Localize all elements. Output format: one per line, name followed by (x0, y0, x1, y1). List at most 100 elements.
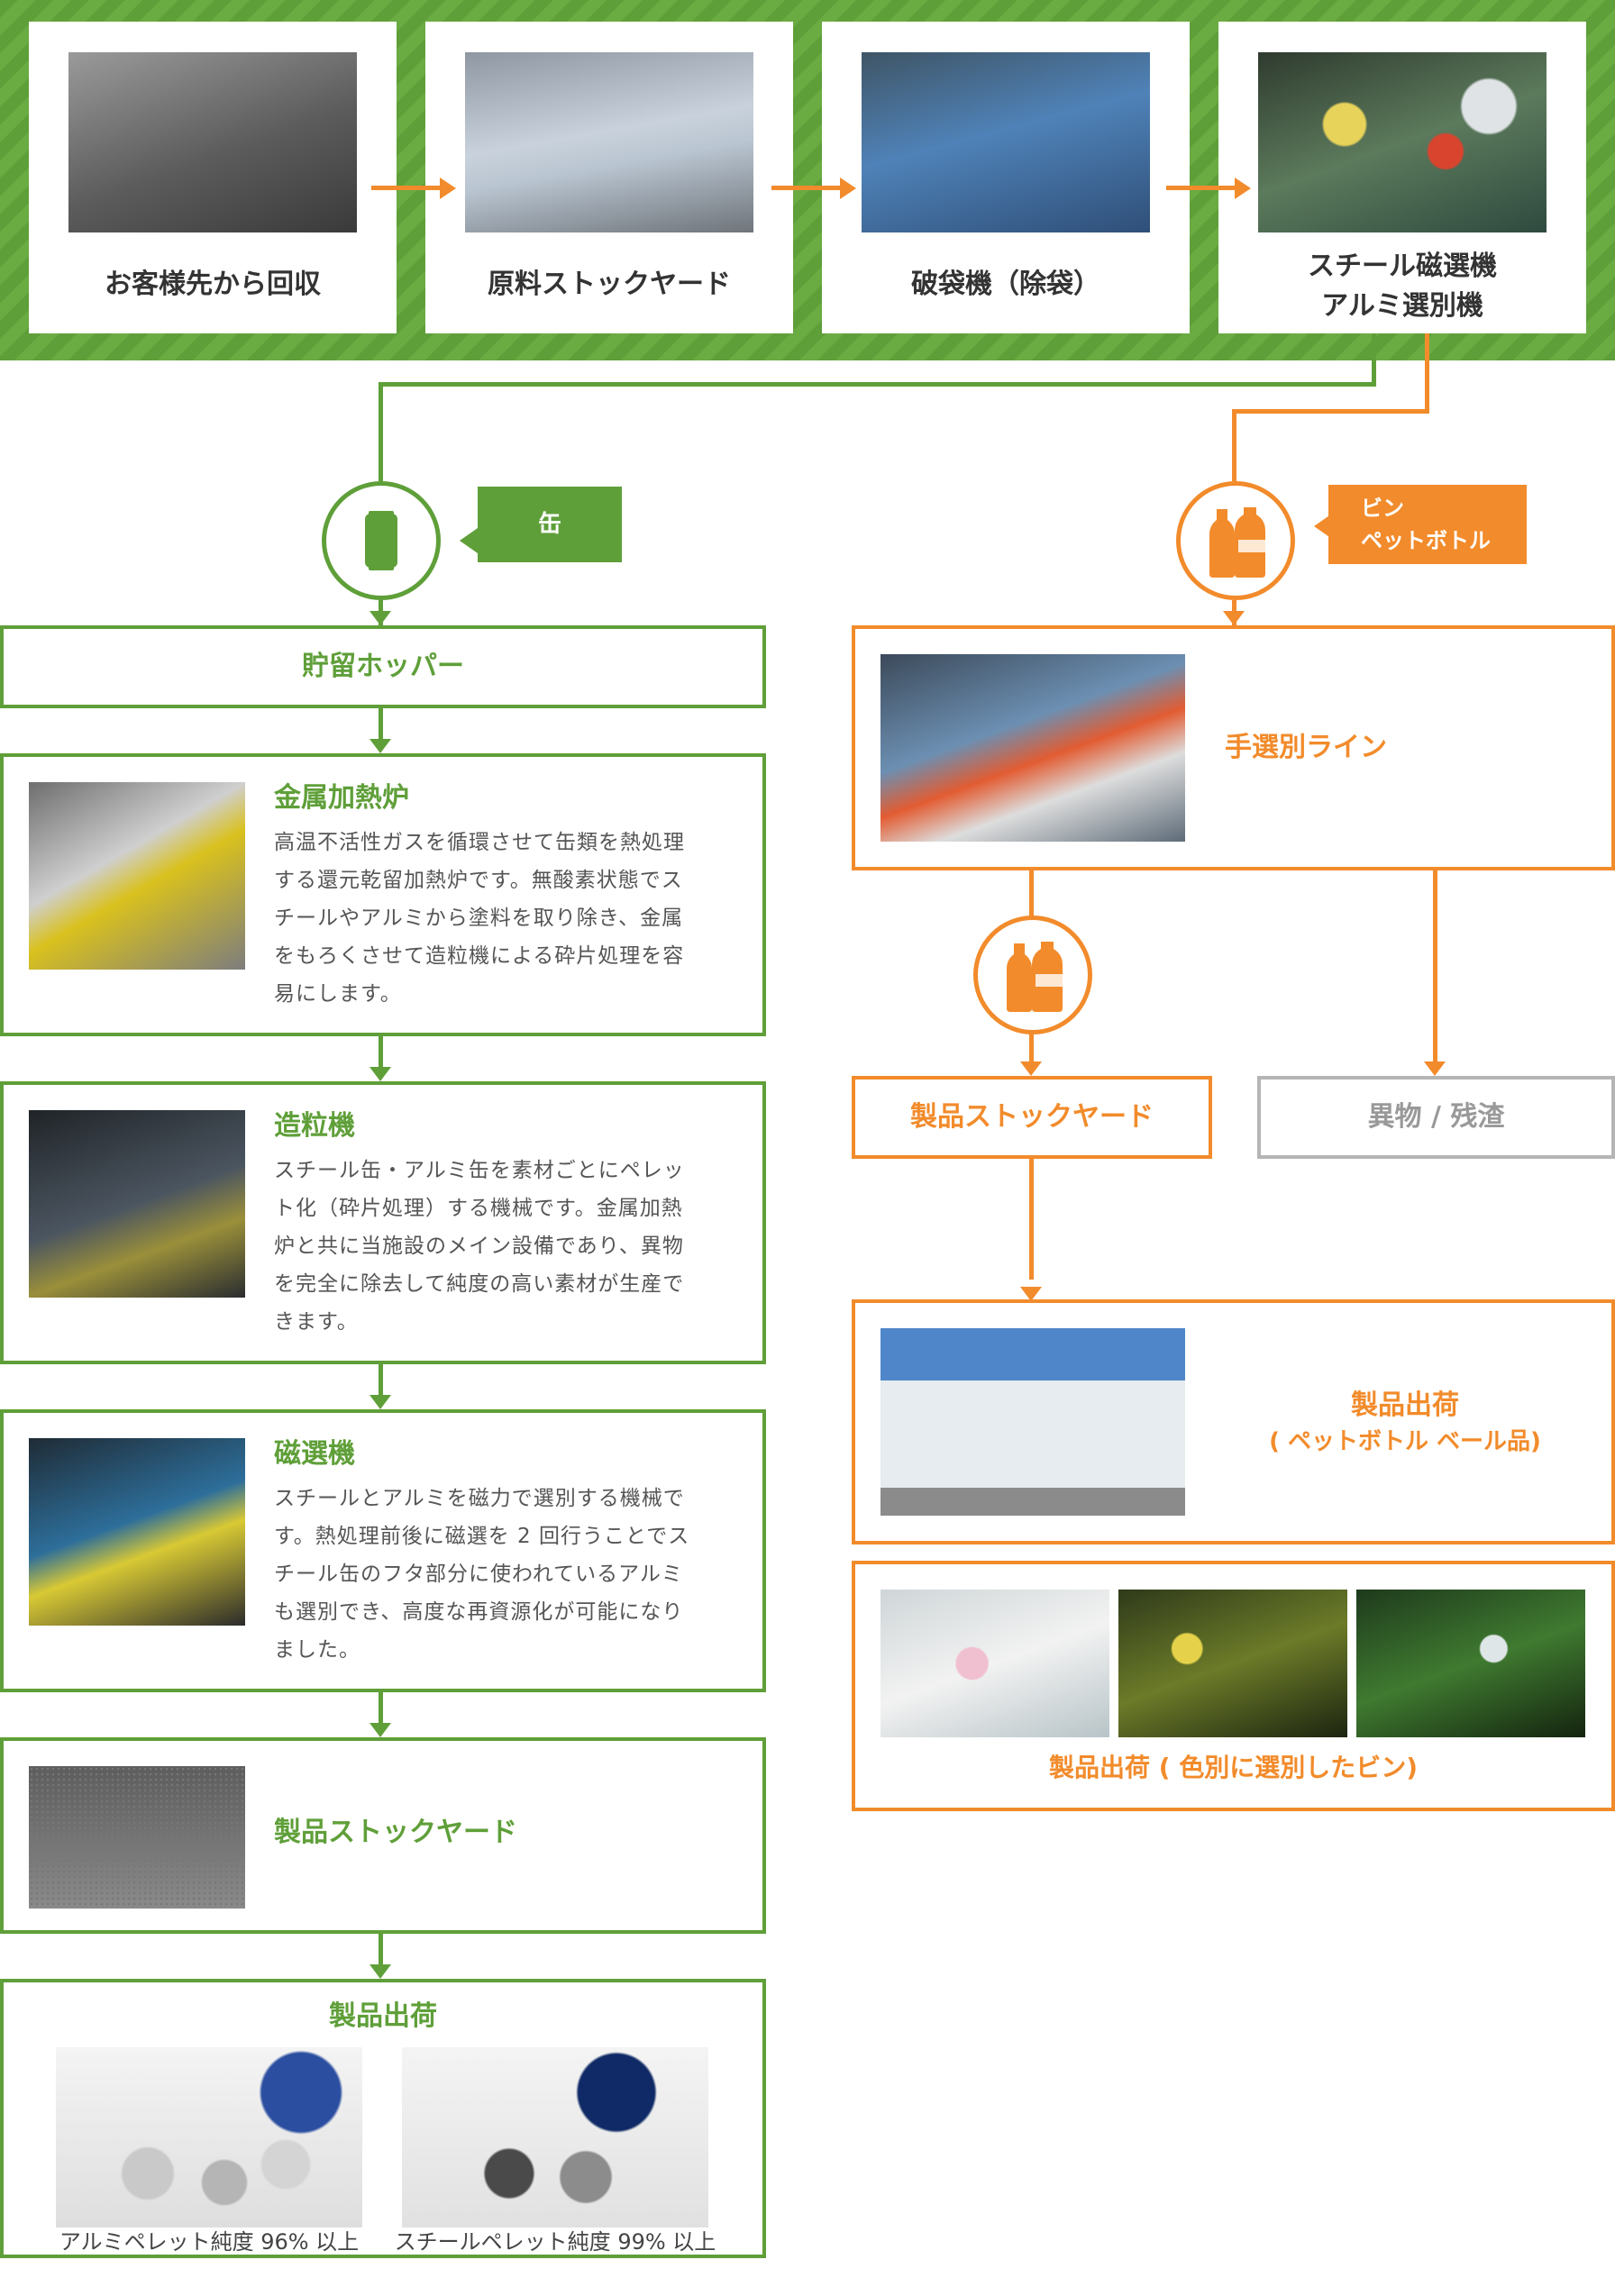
glass-shipment-box: 製品出荷 ( 色別に選別したビン) (852, 1561, 1615, 1811)
pet-circle (973, 916, 1092, 1034)
bottle-stockyard-box: 製品ストックヤード (852, 1076, 1212, 1159)
furnace-desc-line: 易にします。 (274, 982, 402, 1006)
can-arrow-head-5 (370, 1723, 391, 1737)
bottle-tag: ビン ペットボトル (1328, 485, 1527, 564)
orange-connector-down (1425, 333, 1429, 413)
glass-brown-photo (1118, 1590, 1347, 1737)
step-label-collection: お客様先から回収 (105, 269, 321, 300)
residue-arrow-line (1433, 870, 1437, 1069)
steel-pellet-photo (402, 2047, 708, 2228)
step-card-raw-stockyard: 原料ストックヤード (425, 22, 793, 333)
bottle-tag-line1: ビン (1361, 496, 1404, 521)
green-connector-to-can (379, 382, 383, 481)
can-arrow-head-4 (370, 1395, 391, 1409)
step-card-separator: スチール磁選機 アルミ選別機 (1218, 22, 1586, 333)
can-stockyard-box: 製品ストックヤード (0, 1737, 766, 1934)
can-shipment-box: 製品出荷 アルミペレット純度 96% 以上 スチールペレット純度 99% 以上 (0, 1979, 766, 2258)
step-label-bag-breaker: 破袋機（除袋） (911, 269, 1100, 300)
bottle-stockyard-title: 製品ストックヤード (910, 1101, 1154, 1133)
furnace-desc-line: をもろくさせて造粒機による砕片処理を容 (274, 944, 685, 968)
step-label-separator-line1: スチール磁選機 (1308, 251, 1497, 282)
granulator-desc-line: きます。 (274, 1310, 359, 1334)
aluminum-pellet-photo (56, 2047, 362, 2228)
bottle-arrow-head-2 (1020, 1061, 1042, 1076)
can-stockyard-title: 製品ストックヤード (274, 1817, 517, 1848)
residue-box: 異物 / 残渣 (1257, 1076, 1615, 1159)
orange-connector-horizontal (1232, 409, 1429, 414)
green-connector-horizontal (379, 382, 1376, 387)
pet-shipment-subtitle: ( ペットボトル ベール品) (1269, 1428, 1541, 1455)
can-arrow-line-2 (379, 708, 383, 741)
granulator-desc-line: ト化（砕片処理）する機械です。金属加熱 (274, 1197, 683, 1220)
sorting-line-photo (880, 654, 1185, 842)
step-label-raw-stockyard: 原料ストックヤード (488, 269, 731, 300)
step-card-collection: お客様先から回収 (29, 22, 397, 333)
orange-connector-to-bottle (1232, 409, 1236, 481)
top-arrow-line-3 (1166, 186, 1236, 190)
magnetic-separator-desc-line: ました。 (274, 1638, 360, 1662)
bottle-arrow-head-1 (1223, 611, 1245, 625)
steel-pellet-caption: スチールペレット純度 99% 以上 (394, 2229, 716, 2255)
top-arrow-head-1 (440, 178, 456, 199)
furnace-desc: 高温不活性ガスを循環させて缶類を熱処理 する還元乾留加熱炉です。無酸素状態でス … (274, 824, 761, 1013)
step-label-separator-line2: アルミ選別機 (1321, 290, 1483, 322)
can-arrow-head-1 (370, 611, 391, 625)
magnetic-separator-title: 磁選機 (274, 1438, 355, 1470)
can-tag-pointer (460, 528, 478, 553)
furnace-title: 金属加熱炉 (274, 782, 409, 814)
furnace-box: 金属加熱炉 高温不活性ガスを循環させて缶類を熱処理 する還元乾留加熱炉です。無酸… (0, 753, 766, 1036)
magnetic-separator-photo (29, 1438, 245, 1626)
bottle-tag-pointer (1314, 514, 1332, 539)
furnace-desc-line: 高温不活性ガスを循環させて缶類を熱処理 (274, 831, 685, 854)
bottle-arrow-line-3 (1029, 1159, 1034, 1280)
can-circle (322, 481, 441, 600)
can-arrow-head-3 (370, 1067, 391, 1081)
can-arrow-head-2 (370, 739, 391, 753)
top-arrow-line-2 (771, 186, 842, 190)
magnetic-separator-desc-line: チール缶のフタ部分に使われているアルミ (274, 1563, 683, 1586)
can-arrow-line-4 (379, 1364, 383, 1397)
sorting-line-title: 手選別ライン (1225, 732, 1387, 763)
magnetic-separator-desc: スチールとアルミを磁力で選別する機械で す。熱処理前後に磁選を 2 回行うことで… (274, 1480, 761, 1669)
magnetic-separator-desc-line: も選別でき、高度な再資源化が可能になり (274, 1600, 684, 1624)
residue-arrow-head (1424, 1061, 1446, 1076)
magnetic-separator-box: 磁選機 スチールとアルミを磁力で選別する機械で す。熱処理前後に磁選を 2 回行… (0, 1409, 766, 1692)
collection-photo (68, 52, 357, 232)
granulator-box: 造粒機 スチール缶・アルミ缶を素材ごとにペレッ ト化（砕片処理）する機械です。金… (0, 1081, 766, 1364)
granulator-desc-line: を完全に除去して純度の高い素材が生産で (274, 1272, 685, 1296)
bottle-arrow-head-3 (1020, 1287, 1042, 1301)
furnace-desc-line: チールやアルミから塗料を取り除き、金属 (274, 907, 684, 930)
glass-clear-photo (880, 1590, 1109, 1737)
granulator-desc: スチール缶・アルミ缶を素材ごとにペレッ ト化（砕片処理）する機械です。金属加熱 … (274, 1152, 761, 1341)
can-icon (365, 511, 397, 570)
can-arrow-line-3 (379, 1036, 383, 1069)
separator-photo (1258, 52, 1547, 232)
bottle-icon (1209, 507, 1265, 578)
residue-title: 異物 / 残渣 (1367, 1101, 1505, 1133)
can-tag: 缶 (478, 487, 622, 562)
aluminum-pellet-caption: アルミペレット純度 96% 以上 (59, 2229, 360, 2255)
top-arrow-head-3 (1235, 178, 1251, 199)
raw-stockyard-photo (465, 52, 753, 232)
bottle-circle (1176, 481, 1295, 600)
glass-green-photo (1356, 1590, 1585, 1737)
can-arrow-line-5 (379, 1692, 383, 1725)
top-arrow-head-2 (840, 178, 856, 199)
pet-bottle-icon (1007, 942, 1063, 1012)
top-arrow-line-1 (371, 186, 442, 190)
green-connector-down (1372, 333, 1376, 386)
magnetic-separator-desc-line: スチールとアルミを磁力で選別する機械で (274, 1487, 685, 1510)
granulator-title: 造粒機 (274, 1110, 355, 1142)
sorting-line-box: 手選別ライン (852, 625, 1615, 870)
magnetic-separator-desc-line: す。熱処理前後に磁選を 2 回行うことでス (274, 1525, 690, 1548)
granulator-desc-line: スチール缶・アルミ缶を素材ごとにペレッ (274, 1159, 685, 1182)
can-arrow-line-6 (379, 1934, 383, 1966)
hopper-title: 貯留ホッパー (302, 651, 464, 682)
pet-bale-photo (880, 1328, 1185, 1516)
pet-shipment-title: 製品出荷 (1351, 1389, 1459, 1421)
hopper-box: 貯留ホッパー (0, 625, 766, 708)
bottle-tag-line2: ペットボトル (1361, 528, 1491, 553)
can-stockyard-photo (29, 1766, 245, 1909)
glass-shipment-title: 製品出荷 ( 色別に選別したビン) (1048, 1753, 1419, 1782)
pet-shipment-box: 製品出荷 ( ペットボトル ベール品) (852, 1299, 1615, 1544)
